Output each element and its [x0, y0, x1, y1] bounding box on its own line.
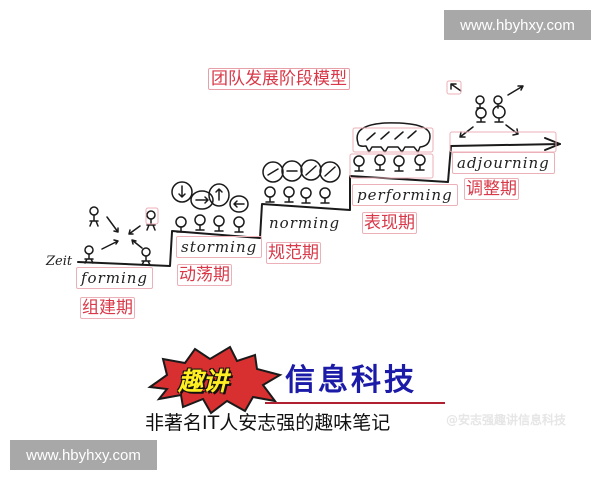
faint-watermark: @安志强趣讲信息科技: [446, 413, 567, 427]
stage-english-forming: forming: [76, 267, 154, 289]
stage-chinese-forming: 组建期: [80, 297, 135, 319]
burst-logo-icon: [147, 345, 283, 415]
time-axis-label: Zeit: [46, 254, 73, 269]
watermark-bottom-left: www.hbyhxy.com: [10, 440, 157, 470]
brand-tagline: 非著名IT人安志强的趣味笔记: [145, 412, 391, 434]
stage-chinese-norming: 规范期: [266, 242, 321, 264]
watermark-top-right: www.hbyhxy.com: [444, 10, 591, 40]
stage-chinese-performing: 表现期: [362, 212, 417, 234]
burst-text: 趣讲: [178, 367, 229, 396]
brand-name: 信息科技: [285, 363, 417, 398]
brand-underline: [265, 402, 445, 404]
stage-chinese-adjourning: 调整期: [464, 178, 519, 200]
stage-english-norming: norming: [269, 214, 341, 232]
stage-english-storming: storming: [176, 236, 263, 258]
diagram-title: 团队发展阶段模型: [208, 68, 350, 90]
stage-english-adjourning: adjourning: [452, 152, 555, 174]
stage-english-performing: performing: [352, 184, 458, 206]
stage-chinese-storming: 动荡期: [177, 264, 232, 286]
